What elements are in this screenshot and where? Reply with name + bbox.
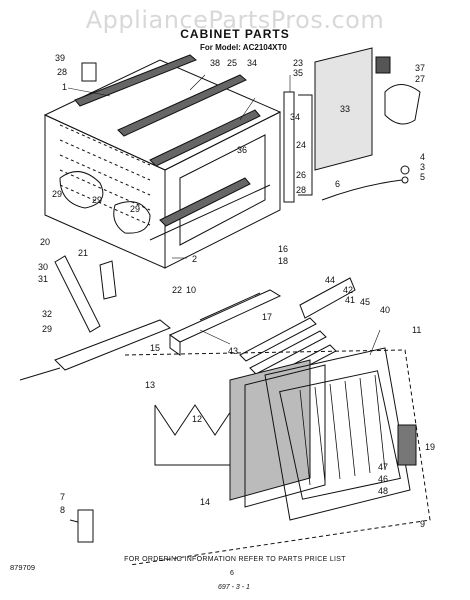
callout: 6 xyxy=(335,179,340,189)
callout: 28 xyxy=(57,67,67,77)
callout: 29 xyxy=(42,324,52,334)
callout: 8 xyxy=(60,505,65,515)
callout: 16 xyxy=(278,244,288,254)
gasket-strip xyxy=(283,91,295,203)
callout-numbers: 39 28 1 38 25 34 23 35 33 37 27 34 36 24… xyxy=(38,53,435,529)
callout: 41 xyxy=(345,295,355,305)
front-panel xyxy=(264,347,411,521)
callout: 5 xyxy=(420,172,425,182)
front-grille xyxy=(279,370,401,500)
rails xyxy=(74,54,271,241)
callout: 44 xyxy=(325,275,335,285)
page-title: CABINET PARTS xyxy=(180,27,290,41)
callout: 10 xyxy=(186,285,196,295)
callout: 12 xyxy=(192,414,202,424)
callout: 24 xyxy=(296,140,306,150)
callout: 25 xyxy=(227,58,237,68)
callout: 2 xyxy=(192,254,197,264)
callout: 40 xyxy=(380,305,390,315)
callout: 15 xyxy=(150,343,160,353)
callout: 13 xyxy=(145,380,155,390)
foam-panel xyxy=(314,47,373,171)
callout: 9 xyxy=(420,519,425,529)
footer-mark: 697 - 3 - 1 xyxy=(218,584,250,591)
callout: 28 xyxy=(296,185,306,195)
callout: 30 xyxy=(38,262,48,272)
page-number: 6 xyxy=(230,570,234,577)
callout: 26 xyxy=(296,170,306,180)
callout: 34 xyxy=(290,112,300,122)
callout: 4 xyxy=(420,152,425,162)
callout: 17 xyxy=(262,312,272,322)
clip-part xyxy=(375,56,391,74)
watermark: AppliancePartsPros.com xyxy=(85,6,385,34)
callout: 29 xyxy=(92,195,102,205)
callout: 35 xyxy=(293,68,303,78)
callout: 43 xyxy=(228,346,238,356)
callout: 47 xyxy=(378,462,388,472)
callout: 36 xyxy=(237,145,247,155)
callout: 20 xyxy=(40,237,50,247)
callout: 29 xyxy=(130,204,140,214)
footer-note: FOR ORDERING INFORMATION REFER TO PARTS … xyxy=(124,556,346,563)
callout: 39 xyxy=(55,53,65,63)
bottom-channel xyxy=(19,319,171,381)
callout: 11 xyxy=(412,325,421,335)
callout: 14 xyxy=(200,497,210,507)
diagram-code: 879709 xyxy=(10,563,36,572)
callout: 29 xyxy=(52,189,62,199)
mounting-straps xyxy=(54,62,117,333)
callout: 31 xyxy=(38,274,48,284)
knob-part xyxy=(384,84,421,125)
callout: 32 xyxy=(42,309,52,319)
bottom-bracket xyxy=(77,509,94,543)
callout: 7 xyxy=(60,492,65,502)
callout: 22 xyxy=(172,285,182,295)
cabinet-shell xyxy=(43,59,282,269)
callout: 21 xyxy=(78,248,88,258)
side-vent xyxy=(397,424,417,466)
callout: 38 xyxy=(210,58,220,68)
callout: 45 xyxy=(360,297,370,307)
grille-frame xyxy=(244,364,326,508)
callout: 19 xyxy=(425,442,435,452)
callout: 46 xyxy=(378,474,388,484)
callout: 27 xyxy=(415,74,425,84)
callout: 1 xyxy=(62,82,67,92)
model-line: For Model: AC2104XT0 xyxy=(200,43,287,52)
filter xyxy=(229,359,311,501)
callout: 34 xyxy=(247,58,257,68)
callout: 23 xyxy=(293,58,303,68)
callout: 37 xyxy=(415,63,425,73)
callout: 3 xyxy=(420,162,425,172)
callout: 18 xyxy=(278,256,288,266)
power-cord xyxy=(321,179,403,201)
control-bracket xyxy=(168,289,282,356)
callout: 33 xyxy=(340,104,350,114)
callout: 48 xyxy=(378,486,388,496)
callout: 42 xyxy=(343,285,353,295)
